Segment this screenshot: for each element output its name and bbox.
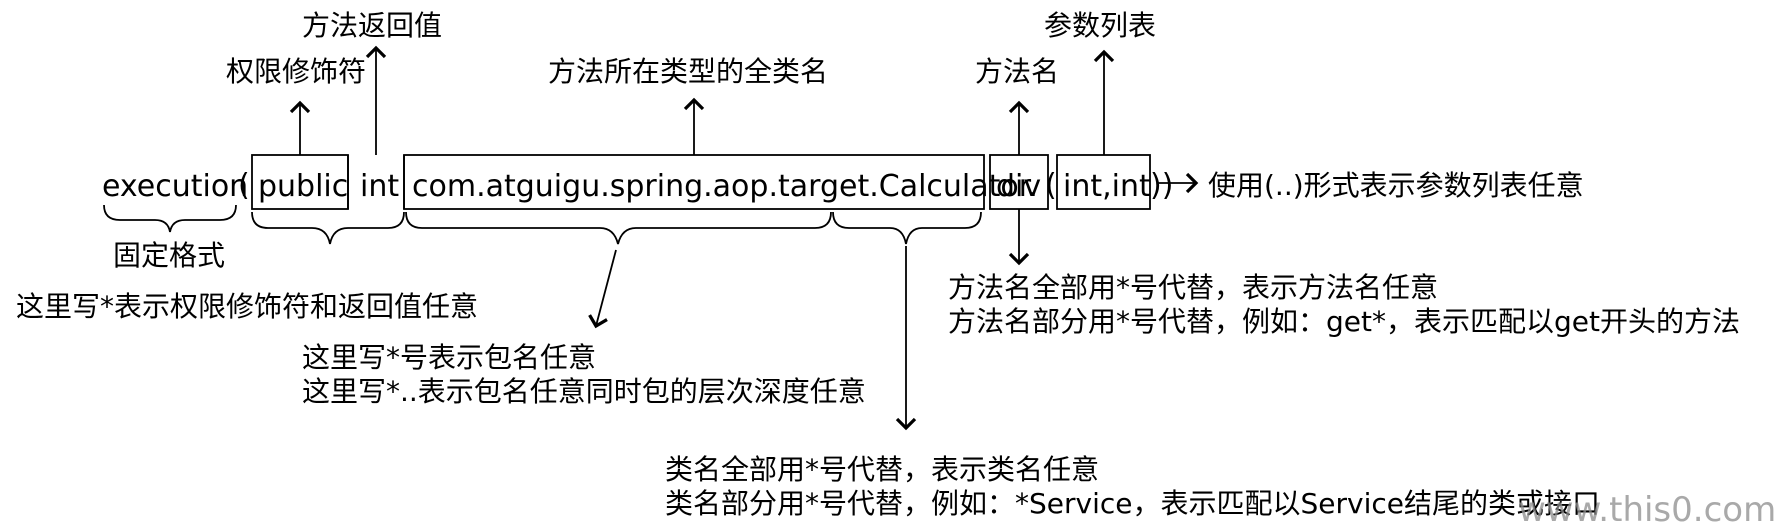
class-all-note: 类名全部用*号代替，表示类名任意 bbox=[665, 453, 1100, 486]
modifier-box bbox=[251, 154, 349, 210]
modifier-return-brace bbox=[251, 211, 405, 245]
param-close-parens: )) bbox=[1150, 168, 1174, 203]
watermark: www.this0.com bbox=[1518, 490, 1777, 530]
class-path-box bbox=[403, 154, 985, 210]
params-box bbox=[1056, 154, 1151, 210]
params-any-note: 使用(..)形式表示参数列表任意 bbox=[1208, 169, 1584, 202]
return-value-label: 方法返回值 bbox=[302, 9, 443, 42]
package-brace bbox=[405, 211, 832, 245]
class-path-token: com.atguigu.spring.aop.target.Calculator… bbox=[412, 169, 1038, 204]
method-all-note: 方法名全部用*号代替，表示方法名任意 bbox=[948, 271, 1439, 304]
package-depth-any-note: 这里写*..表示包名任意同时包的层次深度任意 bbox=[302, 375, 866, 408]
params-token: int,int bbox=[1063, 169, 1151, 204]
return-type-token: int bbox=[360, 169, 400, 204]
method-token: div bbox=[996, 169, 1042, 204]
param-list-label: 参数列表 bbox=[1044, 9, 1157, 42]
modifier-any-note: 这里写*表示权限修饰符和返回值任意 bbox=[16, 290, 479, 323]
execution-keyword: execution bbox=[102, 169, 249, 204]
fixed-format-note: 固定格式 bbox=[113, 239, 226, 272]
method-box bbox=[989, 154, 1049, 210]
package-note-arrow bbox=[588, 249, 617, 329]
param-open-paren: ( bbox=[1045, 168, 1057, 203]
modifier-label: 权限修饰符 bbox=[226, 55, 367, 88]
method-partial-note: 方法名部分用*号代替，例如：get*，表示匹配以get开头的方法 bbox=[948, 305, 1740, 338]
modifier-token: public bbox=[258, 169, 349, 204]
full-class-name-label: 方法所在类型的全类名 bbox=[548, 55, 829, 88]
class-partial-note: 类名部分用*号代替，例如：*Service，表示匹配以Service结尾的类或接… bbox=[665, 487, 1600, 520]
method-name-label: 方法名 bbox=[975, 55, 1060, 88]
class-name-brace bbox=[832, 211, 982, 245]
execution-brace bbox=[103, 204, 237, 233]
package-any-note: 这里写*号表示包名任意 bbox=[302, 341, 597, 374]
open-paren: ( bbox=[238, 168, 250, 203]
